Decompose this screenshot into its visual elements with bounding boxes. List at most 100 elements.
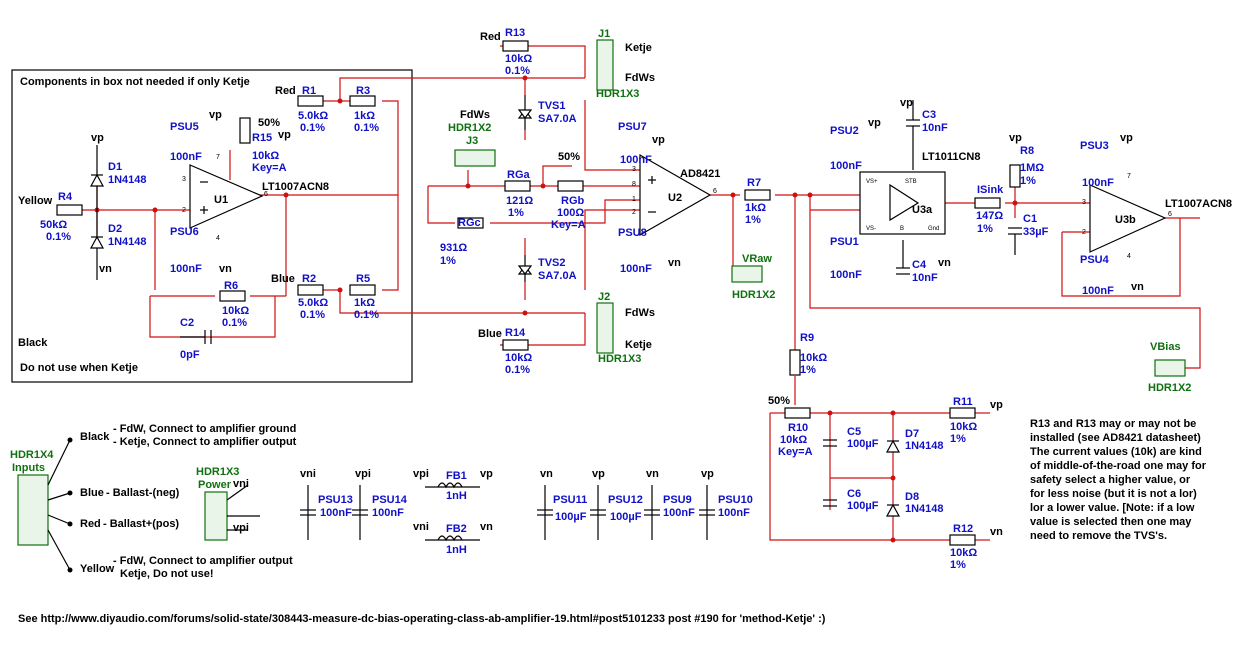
svg-text:D2: D2 — [108, 223, 122, 235]
svg-text:R3: R3 — [356, 85, 370, 97]
svg-text:0.1%: 0.1% — [300, 122, 325, 134]
svg-text:D1: D1 — [108, 161, 122, 173]
svg-text:R14: R14 — [505, 327, 526, 339]
svg-text:FB1: FB1 — [446, 470, 467, 482]
svg-text:J2: J2 — [598, 291, 610, 303]
svg-text:vp: vp — [652, 134, 665, 146]
net-blue-2: Blue — [478, 328, 502, 340]
svg-text:D8: D8 — [905, 491, 919, 503]
svg-text:6: 6 — [264, 191, 268, 198]
bottom-supply — [300, 482, 715, 542]
net-red-2: Red — [480, 31, 501, 43]
opamp-u3b: U3b LT1007ACN8 3 2 7 4 6 — [1082, 173, 1232, 260]
svg-text:6: 6 — [1168, 211, 1172, 218]
svg-text:R9: R9 — [800, 332, 814, 344]
note-line-5: for less noise (but it is not a lor) — [1030, 488, 1197, 500]
svg-text:1kΩ: 1kΩ — [354, 297, 375, 309]
svg-text:C2: C2 — [180, 317, 194, 329]
svg-text:Ketje, Do not use!: Ketje, Do not use! — [120, 568, 214, 580]
svg-text:- Ballast+(pos): - Ballast+(pos) — [103, 518, 179, 530]
svg-text:0.1%: 0.1% — [505, 65, 530, 77]
svg-text:100nF: 100nF — [830, 160, 862, 172]
box-note: Do not use when Ketje — [20, 362, 138, 374]
svg-text:10kΩ: 10kΩ — [800, 352, 827, 364]
svg-text:1%: 1% — [800, 364, 816, 376]
svg-text:C3: C3 — [922, 109, 936, 121]
net-black: Black — [18, 337, 48, 349]
svg-text:10kΩ: 10kΩ — [505, 352, 532, 364]
u1-ref: U1 — [214, 194, 228, 206]
svg-text:HDR1X3: HDR1X3 — [196, 466, 239, 478]
svg-text:PSU6: PSU6 — [170, 226, 199, 238]
svg-text:PSU3: PSU3 — [1080, 140, 1109, 152]
svg-text:Yellow: Yellow — [80, 563, 115, 575]
svg-text:50%: 50% — [768, 395, 790, 407]
net-red-1: Red — [275, 85, 296, 97]
svg-text:vp: vp — [592, 468, 605, 480]
svg-text:100nF: 100nF — [170, 263, 202, 275]
u2-value: AD8421 — [680, 168, 720, 180]
svg-text:VS+: VS+ — [866, 179, 878, 185]
svg-text:Black: Black — [80, 431, 110, 443]
note-line-1: installed (see AD8421 datasheet) — [1030, 432, 1201, 444]
svg-text:vp: vp — [91, 132, 104, 144]
svg-text:B: B — [900, 226, 904, 232]
svg-text:100nF: 100nF — [620, 263, 652, 275]
svg-text:vn: vn — [668, 257, 681, 269]
svg-text:VBias: VBias — [1150, 341, 1181, 353]
svg-text:vn: vn — [990, 526, 1003, 538]
svg-text:100nF: 100nF — [663, 507, 695, 519]
svg-text:7: 7 — [1127, 173, 1131, 180]
svg-text:FdWs: FdWs — [460, 109, 490, 121]
svg-text:C6: C6 — [847, 488, 861, 500]
svg-text:10kΩ: 10kΩ — [780, 434, 807, 446]
svg-text:PSU8: PSU8 — [618, 227, 647, 239]
svg-text:33µF: 33µF — [1023, 226, 1049, 238]
svg-text:100µF: 100µF — [847, 438, 879, 450]
svg-text:vn: vn — [480, 521, 493, 533]
note-line-4: safety select a higher value, or — [1030, 474, 1191, 486]
capacitors — [180, 100, 1022, 507]
svg-text:J3: J3 — [466, 135, 478, 147]
svg-text:10kΩ: 10kΩ — [222, 305, 249, 317]
svg-text:PSU10: PSU10 — [718, 494, 753, 506]
svg-text:0.1%: 0.1% — [46, 231, 71, 243]
svg-text:100nF: 100nF — [1082, 177, 1114, 189]
svg-text:C4: C4 — [912, 259, 927, 271]
svg-text:Key=A: Key=A — [551, 219, 586, 231]
svg-text:vni: vni — [233, 478, 249, 490]
svg-text:SA7.0A: SA7.0A — [538, 113, 577, 125]
note-line-3: of middle-of-the-road one may for — [1030, 460, 1207, 472]
svg-text:RGc: RGc — [458, 217, 481, 229]
svg-text:vni: vni — [300, 468, 316, 480]
svg-text:vp: vp — [701, 468, 714, 480]
svg-text:10kΩ: 10kΩ — [950, 421, 977, 433]
svg-text:STB: STB — [905, 179, 917, 185]
svg-text:1nH: 1nH — [446, 490, 467, 502]
svg-text:10kΩ: 10kΩ — [950, 547, 977, 559]
svg-text:J1: J1 — [598, 28, 610, 40]
svg-text:HDR1X4: HDR1X4 — [10, 449, 54, 461]
note-line-0: R13 and R13 may or may not be — [1030, 418, 1196, 430]
svg-text:147Ω: 147Ω — [976, 210, 1003, 222]
svg-text:3: 3 — [1082, 199, 1086, 206]
svg-text:2: 2 — [632, 209, 636, 216]
svg-text:vpi: vpi — [233, 522, 249, 534]
svg-text:R5: R5 — [356, 273, 370, 285]
svg-text:1kΩ: 1kΩ — [354, 110, 375, 122]
svg-text:R4: R4 — [58, 191, 73, 203]
svg-text:- FdW, Connect to amplifier gr: - FdW, Connect to amplifier ground — [113, 423, 296, 435]
svg-text:R10: R10 — [788, 422, 808, 434]
svg-text:VS-: VS- — [866, 226, 876, 232]
svg-text:PSU7: PSU7 — [618, 121, 647, 133]
svg-text:R7: R7 — [747, 177, 761, 189]
svg-text:R15: R15 — [252, 132, 272, 144]
svg-text:1%: 1% — [745, 214, 761, 226]
u3a-value: LT1011CN8 — [922, 151, 981, 163]
u3b-ref: U3b — [1115, 214, 1136, 226]
svg-text:3: 3 — [632, 166, 636, 173]
svg-text:5.0kΩ: 5.0kΩ — [298, 297, 328, 309]
svg-text:1N4148: 1N4148 — [905, 503, 944, 515]
svg-text:HDR1X3: HDR1X3 — [598, 353, 641, 365]
